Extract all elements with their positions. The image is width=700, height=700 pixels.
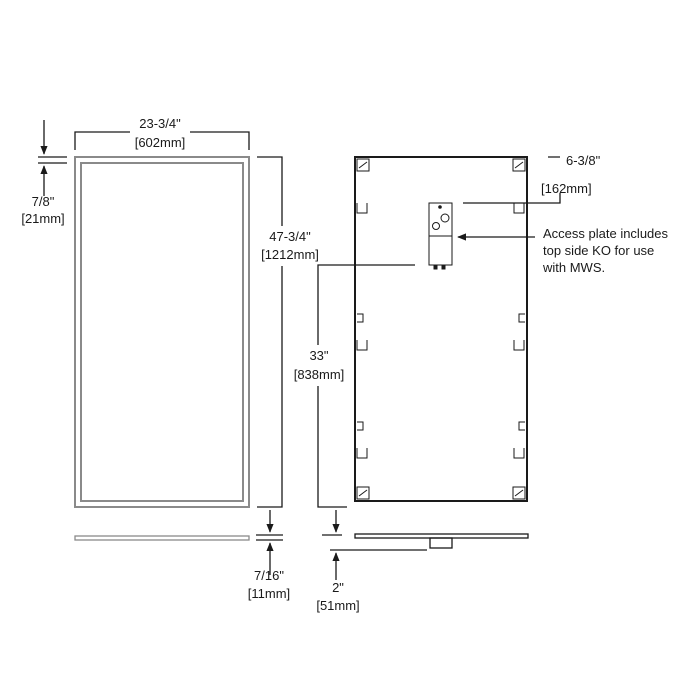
access-plate-profile xyxy=(429,537,453,549)
panel-back xyxy=(354,156,528,502)
depth-dimension-line xyxy=(256,534,283,541)
back-depth-dimension-line xyxy=(322,534,427,551)
plate-position-mm-label: [838mm] xyxy=(294,367,345,382)
frame-in-label: 7/8" xyxy=(32,194,55,209)
width-in-label: 23-3/4" xyxy=(139,116,181,131)
plate-offset-mm-label: [162mm] xyxy=(541,181,592,196)
plate-position-in-label: 33" xyxy=(309,348,328,363)
width-mm-label: [602mm] xyxy=(135,135,186,150)
access-plate xyxy=(428,202,453,270)
front-view: 23-3/4" [602mm] 7/8" [21mm] 47-3/4" [121… xyxy=(21,116,319,601)
plate-offset-dimension-line xyxy=(463,156,561,204)
plate-position-dimension-line xyxy=(317,264,415,508)
height-dimension-line xyxy=(257,156,283,508)
plate-offset-in-label: 6-3/8" xyxy=(566,153,601,168)
note-line-3: with MWS. xyxy=(542,260,605,275)
frame-mm-label: [21mm] xyxy=(21,211,64,226)
panel-side-profile xyxy=(74,535,250,541)
corner-mount-icons xyxy=(356,158,526,500)
back-view: 6-3/8" [162mm] Access plate includes top… xyxy=(294,153,669,613)
note-line-2: top side KO for use xyxy=(543,243,654,258)
depth-in-label: 7/16" xyxy=(254,568,284,583)
clip-bracket-icons xyxy=(356,203,525,459)
height-mm-label: [1212mm] xyxy=(261,247,319,262)
frame-dimension-line xyxy=(38,156,67,164)
back-depth-mm-label: [51mm] xyxy=(316,598,359,613)
back-depth-in-label: 2" xyxy=(332,580,344,595)
height-in-label: 47-3/4" xyxy=(269,229,311,244)
panel-inner-frame xyxy=(80,162,244,502)
note-line-1: Access plate includes xyxy=(543,226,669,241)
panel-outer-frame xyxy=(74,156,250,508)
width-dimension-line xyxy=(74,131,250,150)
depth-mm-label: [11mm] xyxy=(248,586,290,601)
